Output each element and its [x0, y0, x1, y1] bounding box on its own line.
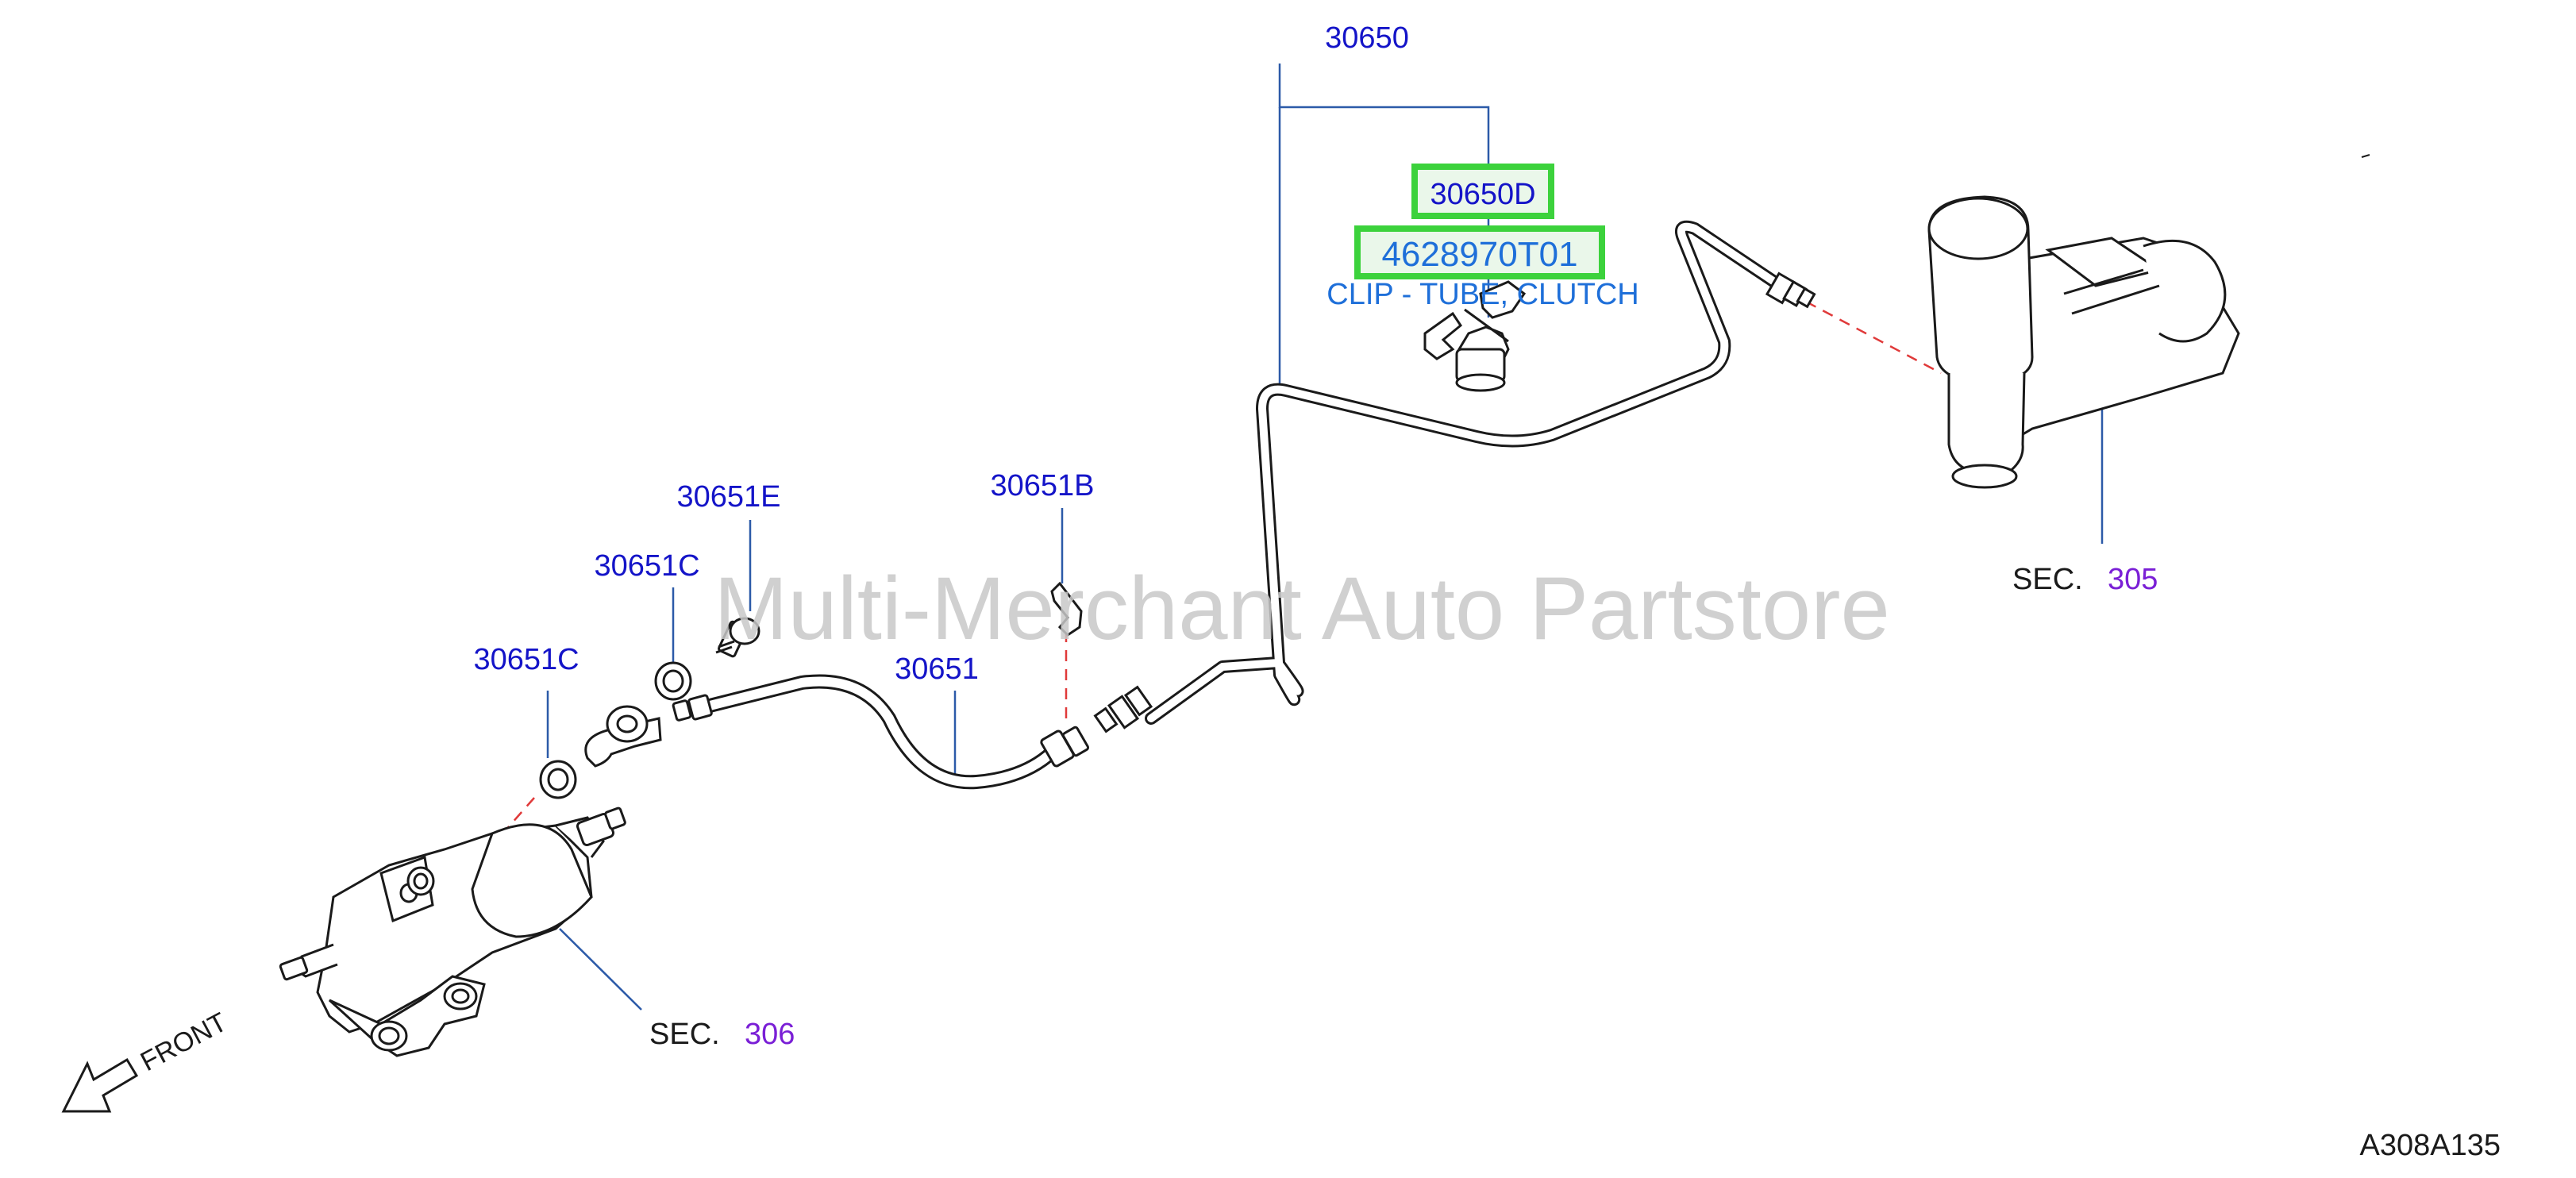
banjo-fitting [584, 705, 662, 768]
section-references: SEC. 305 SEC. 306 [649, 563, 2158, 1051]
front-arrow-icon [61, 1057, 139, 1113]
clip-description[interactable]: CLIP - TUBE, CLUTCH [1327, 278, 1638, 311]
callout-30651[interactable]: 30651 [895, 653, 979, 686]
sec306-prefix: SEC. [649, 1018, 720, 1051]
clutch-hose-30651 [699, 674, 1059, 790]
front-label: FRONT [136, 1007, 232, 1078]
leader-sec306 [559, 928, 642, 1011]
washer-30651C-upper [654, 661, 692, 701]
leader-lines [546, 64, 2104, 1011]
washer-30651C-lower [539, 760, 577, 799]
master-cylinder [1927, 195, 2240, 489]
leader-30650-bracket [1278, 64, 1490, 167]
watermark: Multi-Merchant Auto Partstore [714, 559, 1889, 658]
front-indicator: FRONT [61, 1007, 232, 1113]
sec305-prefix: SEC. [2012, 563, 2083, 596]
diagram-code: A308A135 [2360, 1129, 2501, 1162]
callout-30651C-lower[interactable]: 30651C [473, 643, 579, 676]
hose-inner [702, 676, 1057, 787]
highlight-box-30650D [1411, 164, 1554, 219]
tube-fitting-master [1765, 271, 1816, 309]
tube-inner [1147, 222, 1790, 722]
highlight-boxes [1354, 164, 1605, 279]
hose-fittings [672, 694, 1090, 768]
clutch-tube-30650 [1145, 220, 1792, 725]
highlight-box-4628970T01 [1354, 225, 1605, 279]
clip-tube-clutch [1423, 280, 1527, 392]
banjo-bolt-30651E [715, 617, 760, 658]
callout-30650[interactable]: 30650 [1325, 21, 1409, 55]
dash-master-cylinder [1805, 300, 1942, 375]
corner-mark [2361, 154, 2370, 158]
callout-30651E[interactable]: 30651E [676, 480, 780, 514]
callout-30651C-upper[interactable]: 30651C [594, 549, 699, 583]
callout-30651B[interactable]: 30651B [990, 469, 1094, 502]
slave-cylinder [279, 807, 626, 1057]
callout-4628970T01[interactable]: 4628970T01 [1381, 235, 1577, 274]
callout-labels: 30650 30650D 4628970T01 CLIP - TUBE, CLU… [473, 21, 1638, 686]
sec306-link[interactable]: 306 [745, 1018, 795, 1051]
callout-30650D[interactable]: 30650D [1430, 178, 1535, 211]
sec305-link[interactable]: 305 [2108, 563, 2158, 596]
clip-30651B [1050, 581, 1083, 637]
tube-fitting-hose [1093, 685, 1153, 733]
